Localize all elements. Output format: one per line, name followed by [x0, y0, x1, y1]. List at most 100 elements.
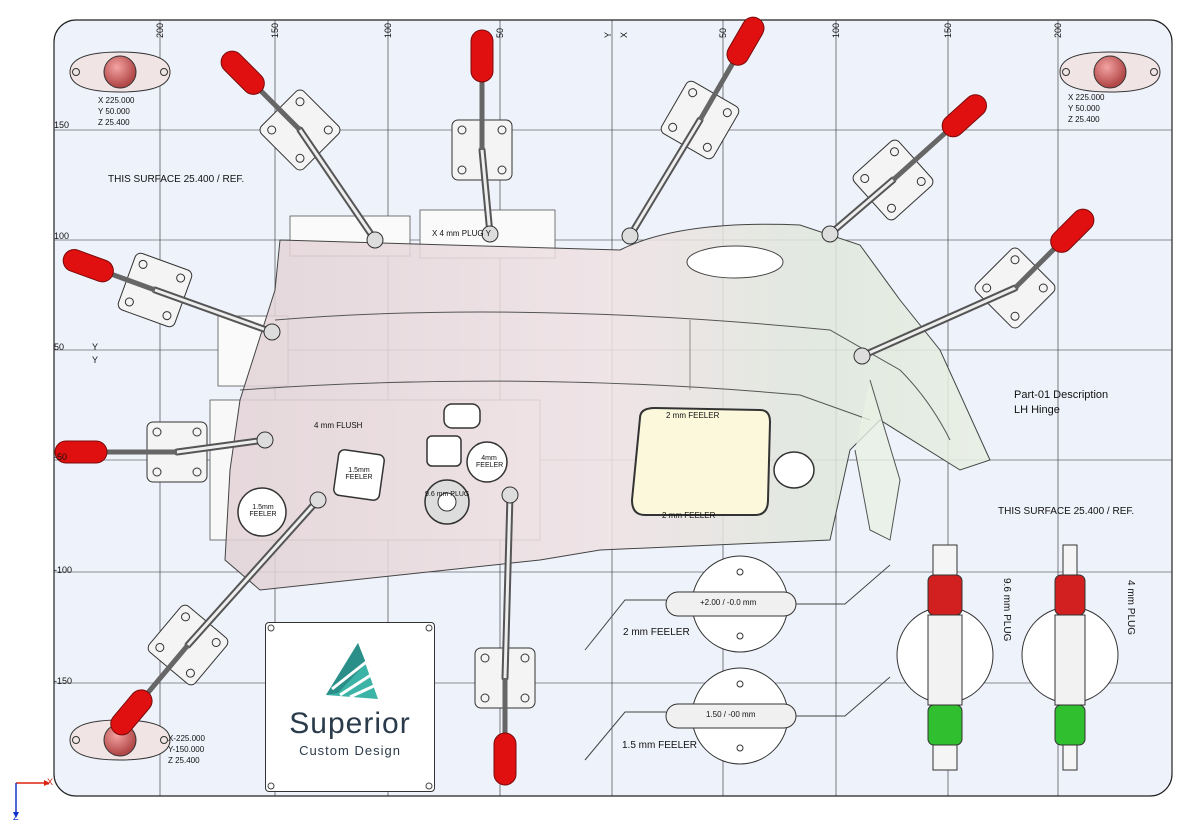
top-tick-label: 50 — [495, 27, 505, 38]
clamp-bolt — [162, 311, 172, 321]
toggle-clamp — [54, 421, 274, 483]
coordinate-triad — [13, 780, 50, 818]
clamp-bolt — [1010, 255, 1020, 265]
clamp-lever — [109, 271, 156, 293]
toggle-clamp — [821, 94, 987, 243]
clamp-bolt — [155, 642, 165, 652]
top-tick-label: X — [619, 31, 629, 38]
label-plug-4: 4 mm PLUG — [1125, 580, 1136, 636]
left-tick-label: Y — [92, 342, 99, 352]
label-window-top: 2 mm FEELER — [666, 411, 720, 420]
clamp-bolt — [722, 108, 732, 118]
clamp-arm — [860, 286, 1017, 358]
clamp-bolt — [982, 283, 992, 293]
top-tick-label: 150 — [943, 22, 953, 38]
clamp-handle — [1050, 208, 1095, 253]
clamp-pivot — [256, 431, 274, 449]
clamp-bolt — [457, 125, 467, 135]
clamp-bolt — [916, 176, 926, 186]
clamp-arm — [298, 128, 377, 242]
label-feeler-4mm: 4mm FEELER — [476, 455, 504, 469]
left-tick-label: 50 — [54, 342, 65, 352]
logo-plate: Superior Custom Design — [265, 622, 435, 792]
clamp-handle — [470, 29, 494, 83]
clamp-handle — [220, 50, 265, 95]
plug-4mm-assembly — [1021, 544, 1119, 771]
clamp-bolt — [211, 638, 221, 648]
clamp-pivot — [263, 323, 281, 341]
clamp-arm — [153, 288, 274, 334]
toggle-clamp — [62, 249, 281, 341]
clamp-pivot — [366, 231, 384, 249]
toggle-clamp — [621, 16, 765, 245]
top-tick-label: 200 — [1053, 22, 1063, 38]
label-plug-96: 9.6 mm PLUG — [1001, 578, 1012, 642]
left-tick-label: -150 — [54, 676, 73, 686]
label-top-slot: X 4 mm PLUG Y — [432, 229, 491, 238]
locator-top-right — [1059, 51, 1161, 93]
clamp-pivot — [501, 486, 519, 504]
clamp-bolt — [295, 153, 305, 163]
label-window-bottom: 2 mm FEELER — [662, 511, 716, 520]
plug-96mm-assembly — [896, 544, 994, 771]
top-tick-label: 150 — [270, 22, 280, 38]
clamp-arm — [175, 438, 267, 454]
clamp-bolt — [1010, 311, 1020, 321]
clamp-lever — [144, 643, 190, 696]
brand-subtitle: Custom Design — [299, 743, 401, 758]
clamp-bolt — [688, 88, 698, 98]
top-tick-label: 200 — [155, 22, 165, 38]
clamp-arm — [186, 498, 320, 647]
clamp-bolt — [176, 273, 186, 283]
toggle-clamp — [853, 208, 1095, 365]
feeler-square — [333, 449, 385, 501]
clamp-pivot — [309, 491, 327, 509]
clamp-arm — [480, 148, 492, 236]
grid-lines — [54, 20, 1172, 796]
label-flush: 4 mm FLUSH — [314, 421, 363, 430]
toggle-clamp — [451, 29, 513, 243]
clamp-bolt — [480, 693, 490, 703]
clamp-arm — [628, 118, 702, 238]
clamp-bolt — [889, 147, 899, 157]
clamp-bolt — [152, 427, 162, 437]
clamp-bolt — [152, 467, 162, 477]
locator-top-left — [69, 51, 171, 93]
toggle-clamp — [110, 491, 327, 736]
clamp-bolt — [124, 297, 134, 307]
clamp-handle — [726, 16, 765, 66]
clamp-bolt — [267, 125, 277, 135]
top-tick-label: 100 — [831, 22, 841, 38]
surface-note-left: THIS SURFACE 25.400 / REF. — [108, 174, 245, 185]
triad-x-label: X — [47, 777, 54, 787]
toggle-clamp — [220, 50, 384, 249]
brand-name: Superior — [289, 707, 411, 740]
clamp-bolt — [192, 427, 202, 437]
triad-z-label: Z — [13, 812, 19, 822]
left-tick-label: -100 — [54, 565, 73, 575]
feeler-15mm-body-text: 1.50 / -00 mm — [706, 710, 756, 719]
part-body — [224, 223, 991, 591]
toggle-clamp — [474, 486, 536, 786]
top-tick-label: 50 — [718, 27, 728, 38]
logo-mark-icon — [267, 624, 433, 790]
label-feeler-square: 1.5mm FEELER — [345, 467, 373, 481]
clamp-bolt — [295, 97, 305, 107]
clamp-lever — [891, 129, 949, 182]
clamp-bolt — [1038, 283, 1048, 293]
feeler-2mm-body-text: +2.00 / -0.0 mm — [700, 598, 757, 607]
clamp-bolt — [185, 668, 195, 678]
clamp-bolt — [860, 174, 870, 184]
toggle-clamps — [54, 16, 1095, 786]
clamp-bolt — [192, 467, 202, 477]
feeler-2mm-assembly — [584, 555, 891, 653]
clamp-bolt — [181, 612, 191, 622]
feeler-15mm-assembly — [584, 667, 891, 765]
clamp-handle — [941, 94, 987, 138]
